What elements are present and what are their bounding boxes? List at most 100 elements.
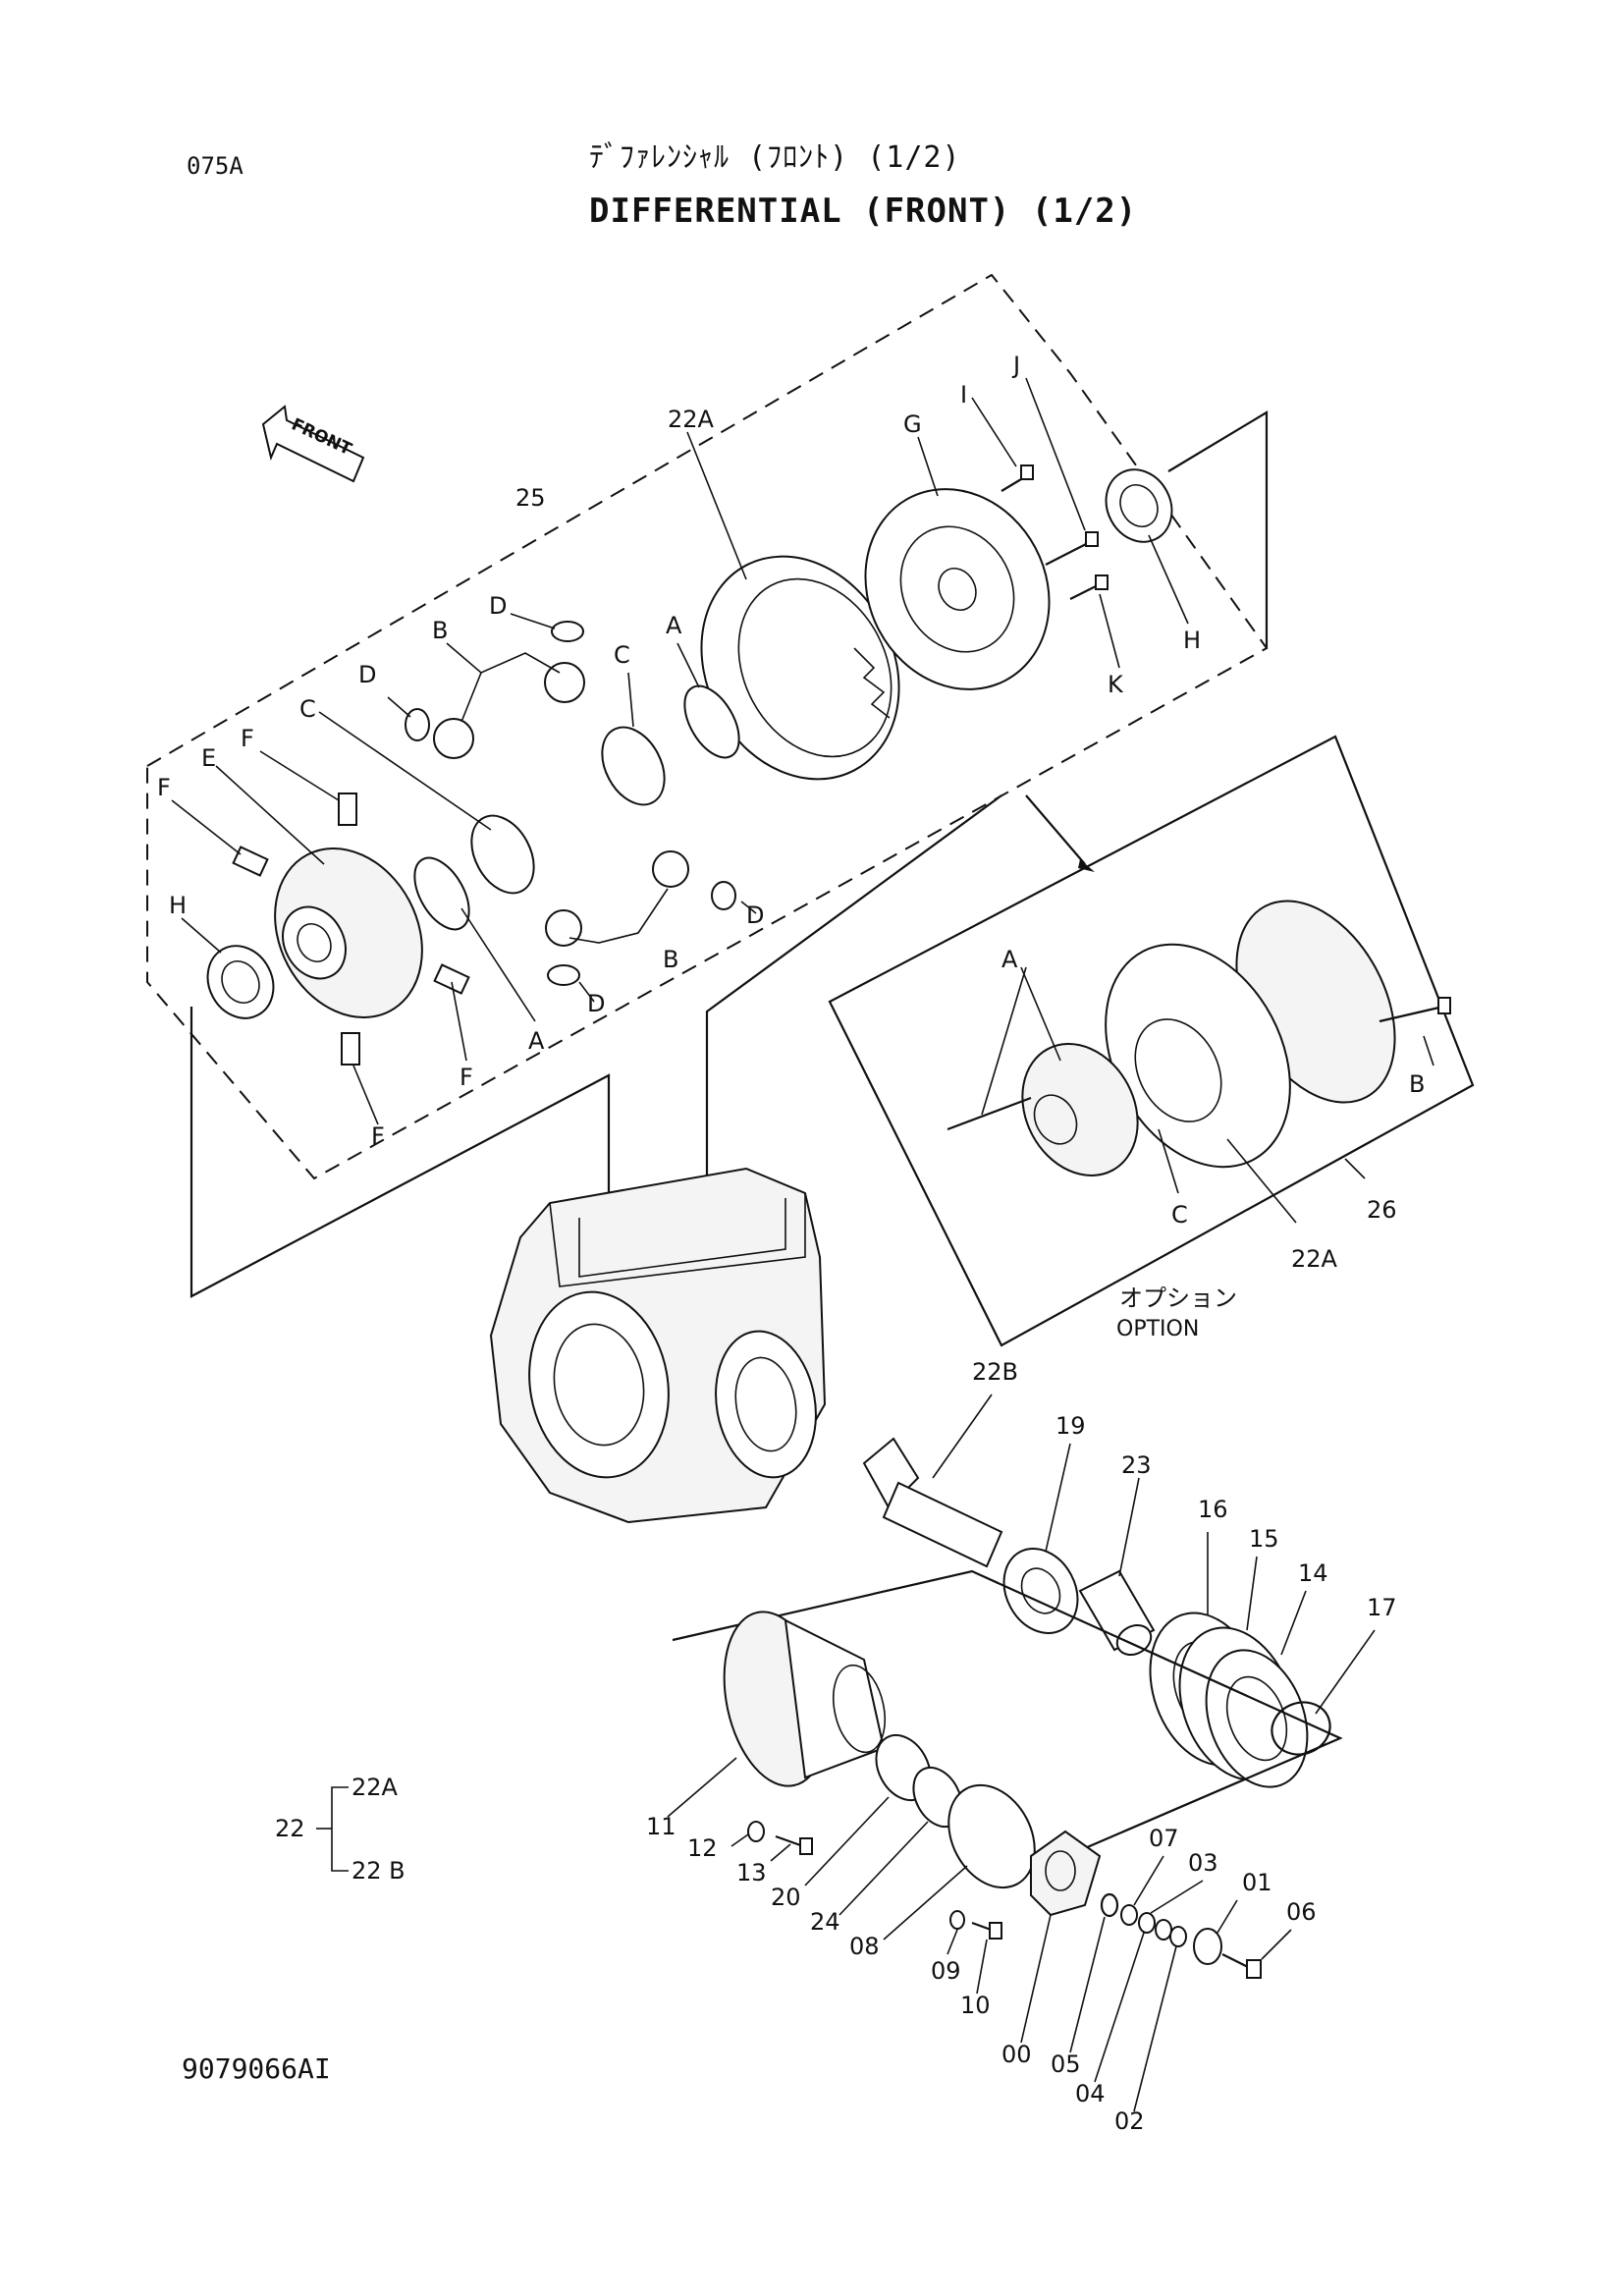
washer-d-1 xyxy=(551,621,584,642)
label-12: 12 xyxy=(687,1834,718,1862)
collar-23 xyxy=(1078,1569,1156,1656)
label-22a-top: 22A xyxy=(668,406,715,433)
label-i: I xyxy=(960,381,967,409)
label-08: 08 xyxy=(849,1933,880,1960)
label-j: J xyxy=(1011,352,1020,379)
washer-09 xyxy=(949,1910,965,1930)
label-10: 10 xyxy=(960,1992,991,2019)
label-14: 14 xyxy=(1298,1559,1328,1587)
option-assembly-26 xyxy=(947,900,1451,1176)
label-a-1: A xyxy=(666,612,682,639)
drawing-number: 9079066AI xyxy=(182,2052,331,2085)
washer-03 xyxy=(1138,1912,1156,1934)
bolt-j xyxy=(1045,531,1099,566)
label-15: 15 xyxy=(1249,1525,1279,1553)
label-d-4: D xyxy=(587,990,605,1017)
label-d-2: D xyxy=(358,661,376,688)
label-00: 00 xyxy=(1001,2041,1032,2068)
label-g: G xyxy=(903,410,922,438)
washer-02 xyxy=(1169,1926,1187,1947)
label-b-3: B xyxy=(1409,1070,1425,1098)
legend-parent-22: 22 xyxy=(275,1815,305,1842)
bolt-06 xyxy=(1221,1953,1262,1979)
lower-frame-line xyxy=(672,1569,1343,1878)
label-09: 09 xyxy=(931,1957,961,1985)
label-b-1: B xyxy=(432,617,448,644)
page-code: 075A xyxy=(187,152,243,180)
side-gear-c-1 xyxy=(601,726,666,806)
pinion-shaft-22b xyxy=(862,1437,1003,1568)
assembly-legend: 22 22A 22 B xyxy=(275,1774,406,1885)
washer-12 xyxy=(747,1821,765,1842)
label-03: 03 xyxy=(1188,1849,1218,1877)
pinion-gear-b-4 xyxy=(545,909,582,947)
oil-seal-h-left xyxy=(206,945,275,1019)
legend-child-22a: 22A xyxy=(352,1774,399,1801)
upper-frame-line xyxy=(1167,410,1269,648)
label-c-3: C xyxy=(1171,1201,1188,1229)
label-05: 05 xyxy=(1051,2050,1081,2078)
cover-08 xyxy=(947,1783,1036,1889)
label-06: 06 xyxy=(1286,1898,1317,1926)
label-04: 04 xyxy=(1075,2080,1106,2107)
label-16: 16 xyxy=(1198,1496,1228,1523)
differential-case-g xyxy=(864,488,1051,690)
label-22a-option: 22A xyxy=(1291,1245,1338,1273)
label-f-1: F xyxy=(241,725,254,752)
label-01: 01 xyxy=(1242,1869,1272,1896)
label-f-2: F xyxy=(157,774,171,801)
thrust-washer-a-1 xyxy=(683,684,740,759)
bolt-10 xyxy=(971,1921,1002,1940)
leader-lines xyxy=(171,377,1434,2112)
bearing-case-11 xyxy=(723,1611,886,1787)
washer-d-2 xyxy=(405,708,430,741)
label-c-2: C xyxy=(299,695,316,723)
bearing-19 xyxy=(1002,1548,1079,1634)
label-25: 25 xyxy=(515,484,546,512)
bolt-k xyxy=(1069,574,1109,600)
washer-07 xyxy=(1120,1904,1138,1926)
label-h-left: H xyxy=(169,892,187,919)
o-ring-05 xyxy=(1100,1892,1119,1918)
washer-d-3 xyxy=(711,881,736,910)
label-11: 11 xyxy=(646,1813,676,1840)
pin-f-3 xyxy=(433,963,470,995)
differential-case-e xyxy=(274,847,423,1018)
pin-f-2 xyxy=(232,846,269,877)
label-e: E xyxy=(201,744,216,772)
part-labels: 22A 25 G I J H K D B D C A C F E F H D B… xyxy=(157,352,1425,2135)
option-frame-26 xyxy=(828,735,1475,1347)
option-pointer-arrowhead xyxy=(1078,859,1095,872)
label-k: K xyxy=(1108,671,1124,698)
label-a-3: A xyxy=(1001,946,1018,973)
washer-01 xyxy=(1193,1928,1222,1965)
label-f-3: F xyxy=(460,1064,473,1091)
label-22b: 22B xyxy=(972,1358,1018,1386)
washer-d-4 xyxy=(547,964,580,986)
label-a-2: A xyxy=(528,1027,545,1055)
label-f-4: F xyxy=(371,1122,385,1150)
side-gear-c-2 xyxy=(470,814,535,895)
label-c-1: C xyxy=(614,641,630,669)
pin-f-1 xyxy=(338,793,357,826)
option-label-jp: オプション xyxy=(1119,1285,1237,1312)
bolt-i xyxy=(1001,465,1034,492)
front-arrow-icon: FRONT xyxy=(261,405,365,483)
label-20: 20 xyxy=(771,1884,801,1911)
label-07: 07 xyxy=(1149,1825,1179,1852)
companion-flange-00 xyxy=(1030,1830,1102,1917)
label-h-top: H xyxy=(1183,627,1201,654)
page-title: DIFFERENTIAL (FRONT) (1/2) xyxy=(589,191,1138,231)
option-label-en: OPTION xyxy=(1116,1317,1199,1341)
connection-line-left xyxy=(189,1007,611,1298)
label-17: 17 xyxy=(1367,1594,1397,1621)
pinion-gear-b-1 xyxy=(544,662,585,703)
pinion-gear-b-3 xyxy=(652,850,689,888)
page-title-japanese: ﾃﾞﾌｧﾚﾝｼｬﾙ (ﾌﾛﾝﾄ) (1/2) xyxy=(589,140,961,175)
bolt-13 xyxy=(775,1834,813,1855)
label-24: 24 xyxy=(810,1908,840,1936)
oil-seal-h-top xyxy=(1105,468,1173,543)
washer-04 xyxy=(1155,1919,1172,1941)
differential-housing xyxy=(489,1167,827,1524)
